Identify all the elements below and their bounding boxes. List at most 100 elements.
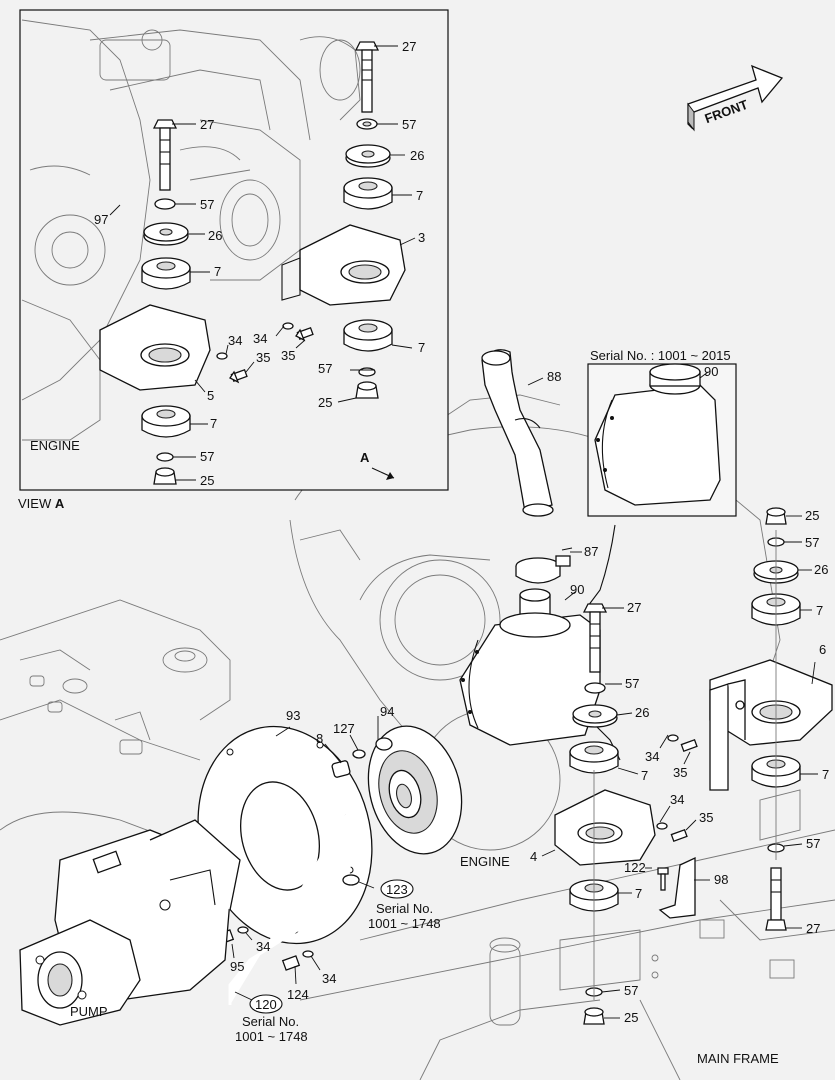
- callout-7h: 7: [635, 886, 642, 901]
- inset-bracket-3: [281, 224, 406, 306]
- serial-123-line2: 1001 ~ 1748: [368, 916, 441, 931]
- callout-120: 120: [255, 997, 277, 1012]
- inset-washer-57-right-bottom: [358, 367, 376, 377]
- muffler-serial-text: Serial No. : 1001 ~ 2015: [590, 348, 731, 363]
- callout-120-circle: [249, 994, 283, 1014]
- serial-120-line2: 1001 ~ 1748: [235, 1029, 308, 1044]
- callout-123: 123: [386, 882, 408, 897]
- callout-35a: 35: [256, 350, 270, 365]
- main-bracket-4: [554, 789, 656, 866]
- callout-57e: 57: [805, 535, 819, 550]
- callout-26d: 26: [635, 705, 649, 720]
- callout-27b: 27: [200, 117, 214, 132]
- callout-90b: 90: [570, 582, 584, 597]
- callout-57f: 57: [625, 676, 639, 691]
- callout-7f: 7: [822, 767, 829, 782]
- pump-label: PUMP: [70, 1004, 108, 1019]
- callout-7e: 7: [816, 603, 823, 618]
- callout-34d: 34: [670, 792, 684, 807]
- callout-95: 95: [230, 959, 244, 974]
- inset-bolt-34-35-left: [216, 352, 248, 384]
- bolt-122: [657, 867, 669, 891]
- inset-nut-25-left: [153, 467, 177, 485]
- inset-mount-7-left-top: [141, 257, 191, 290]
- inset-washer-57-left: [154, 198, 176, 210]
- main-mount-7-center-top: [569, 741, 619, 774]
- callout-6: 6: [819, 642, 826, 657]
- callout-4: 4: [530, 849, 537, 864]
- callout-122: 122: [624, 860, 646, 875]
- inset-bracket-5: [99, 304, 211, 391]
- bolt-8-washer-127: [331, 737, 393, 778]
- callout-93: 93: [286, 708, 300, 723]
- callout-34f: 34: [322, 971, 336, 986]
- serial-123-line1: Serial No.: [376, 901, 433, 916]
- main-washer-57-center: [584, 682, 606, 694]
- callout-25d: 25: [624, 1010, 638, 1025]
- callout-35b: 35: [281, 348, 295, 363]
- callout-7d: 7: [210, 416, 217, 431]
- background-frame-sketch: [0, 599, 835, 1080]
- callout-88: 88: [547, 369, 561, 384]
- exhaust-pipe-88: [481, 349, 554, 517]
- callout-27d: 27: [806, 921, 820, 936]
- callout-34c: 34: [645, 749, 659, 764]
- callout-25a: 25: [318, 395, 332, 410]
- main-bolt-27-right: [765, 867, 787, 931]
- clamp-support-curve: [584, 524, 616, 611]
- callout-123-circle: [380, 879, 414, 899]
- callout-27c: 27: [627, 600, 641, 615]
- callout-35d: 35: [699, 810, 713, 825]
- callout-57h: 57: [806, 836, 820, 851]
- callout-26b: 26: [208, 228, 222, 243]
- main-bolt-27-center: [582, 603, 608, 673]
- muffler-90-main: [459, 588, 621, 761]
- main-leader-lines: [231, 515, 818, 1019]
- callout-26a: 26: [410, 148, 424, 163]
- serial-120-line1: Serial No.: [242, 1014, 299, 1029]
- view-a-label: VIEW A: [18, 496, 65, 511]
- main-bolt-34-35-right: [667, 734, 698, 752]
- bracket-98: [658, 856, 696, 919]
- callout-34e: 34: [256, 939, 270, 954]
- callout-7b: 7: [214, 264, 221, 279]
- front-arrow-icon: [687, 64, 784, 132]
- inset-engine-sketch: [21, 19, 361, 441]
- callout-7g: 7: [641, 768, 648, 783]
- inset-washer-57-left-bottom: [156, 452, 174, 462]
- clamp-87: [515, 547, 573, 584]
- callout-3: 3: [418, 230, 425, 245]
- coupling-94: [367, 725, 463, 855]
- callout-97: 97: [94, 212, 108, 227]
- callout-124: 124: [287, 987, 309, 1002]
- callout-34a: 34: [228, 333, 242, 348]
- callout-26c: 26: [814, 562, 828, 577]
- callout-25b: 25: [200, 473, 214, 488]
- arrow-a-label: A: [360, 450, 370, 465]
- callout-34b: 34: [253, 331, 267, 346]
- bolt-124-washer-34: [281, 950, 314, 971]
- main-frame-label: MAIN FRAME: [697, 1051, 779, 1066]
- main-washer-26-center: [572, 704, 618, 728]
- callout-8: 8: [316, 731, 323, 746]
- muffler-90-alternate: [594, 363, 721, 506]
- main-nut-25-right: [765, 507, 787, 525]
- main-nut-25-center: [583, 1007, 605, 1025]
- callout-57a: 57: [402, 117, 416, 132]
- callout-35c: 35: [673, 765, 687, 780]
- inset-washer-26-left: [143, 222, 189, 246]
- view-a-direction-arrow-icon: [371, 467, 395, 480]
- inset-mount-7-right-bottom: [343, 319, 393, 352]
- hydraulic-pump: [19, 819, 241, 1026]
- inset-bolt-34-35-right: [282, 322, 314, 342]
- inset-bolt-27-right: [354, 41, 380, 113]
- callout-90a: 90: [704, 364, 718, 379]
- main-bolt-34-35-center: [656, 822, 688, 842]
- callout-57g: 57: [624, 983, 638, 998]
- engine-inset-label: ENGINE: [30, 438, 80, 453]
- drain-hose: [228, 814, 360, 1005]
- engine-main-label: ENGINE: [460, 854, 510, 869]
- callout-25c: 25: [805, 508, 819, 523]
- inset-leader-lines: [109, 45, 416, 481]
